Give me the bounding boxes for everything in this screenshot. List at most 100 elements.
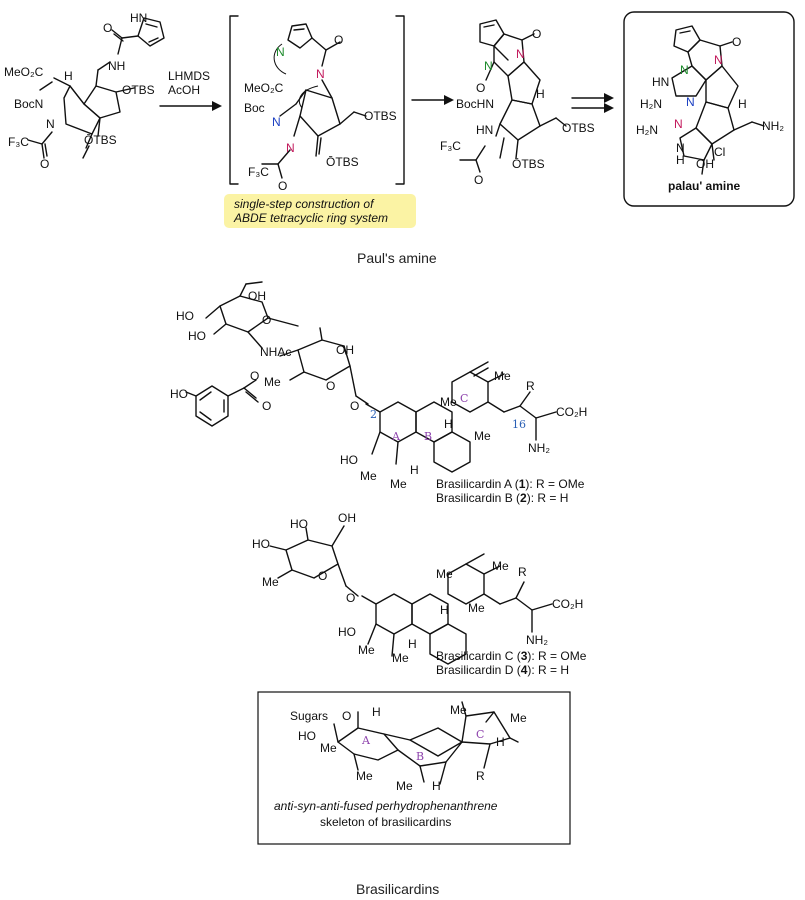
s2-o1: O	[318, 569, 327, 583]
s2-me1: Me	[262, 575, 279, 589]
final-n2-label: N	[714, 53, 723, 67]
box-me1: Me	[450, 703, 467, 717]
s2-me6: Me	[392, 651, 409, 665]
prod-o3-label: O	[474, 173, 483, 187]
starting-material: HN O NH MeO₂C H OTBS BocN N ŌTBS F₃C O	[4, 11, 165, 171]
s1-h2: H	[410, 463, 419, 477]
s1-me4: Me	[474, 429, 491, 443]
prod-bochn-label: BocHN	[456, 97, 494, 111]
s2-name-2: Brasilicardin D (4): R = H	[436, 663, 569, 677]
sm-o-label: O	[103, 21, 112, 35]
s1-me6: Me	[390, 477, 407, 491]
s1-num2: 2	[370, 408, 377, 421]
s1-name-1: Brasilicardin A (1): R = OMe	[436, 477, 585, 491]
sm-otbs2-label: ŌTBS	[84, 133, 117, 147]
s1-o5: O	[350, 399, 359, 413]
reaction-arrow-1: LHMDS AcOH	[159, 69, 222, 111]
prod-n1-label: N	[484, 59, 493, 73]
s2-r: R	[518, 565, 527, 579]
prod-f3c-label: F₃C	[440, 139, 461, 153]
s1-h1: H	[444, 417, 453, 431]
final-n1-label: N	[680, 63, 689, 77]
prod-otbs2-label: ŌTBS	[512, 157, 545, 171]
final-h2n2-label: H₂N	[636, 123, 658, 137]
final-oh-label: OH	[696, 157, 714, 171]
sm-hn-label: HN	[130, 11, 147, 25]
sm-nh-label: NH	[108, 59, 125, 73]
s2-co2h: CO₂H	[552, 597, 583, 611]
s1-ho1: HO	[176, 309, 194, 323]
reagent-lhmds: LHMDS	[168, 69, 210, 83]
box-me4: Me	[356, 769, 373, 783]
tetracyclic-product: N O N O BocHN H HN OTBS F₃C ŌTBS O	[440, 19, 595, 187]
s1-me1: Me	[264, 375, 281, 389]
box-me2: Me	[510, 711, 527, 725]
intermediate: N O MeO₂C N Boc N OTBS N ŌTBS F₃C O	[229, 15, 405, 193]
box-o: O	[342, 709, 351, 723]
box-sugars: Sugars	[290, 709, 328, 723]
s1-ho4: HO	[340, 453, 358, 467]
box-ring-b: B	[416, 750, 424, 763]
highlight-line-1: single-step construction of	[234, 197, 375, 211]
sm-otbs1-label: OTBS	[122, 83, 155, 97]
s1-r: R	[526, 379, 535, 393]
final-n4-label: N	[674, 117, 683, 131]
s1-o4: O	[326, 379, 335, 393]
skeleton-box: Sugars O H Me Me HO Me H Me Me H R A B C…	[257, 691, 571, 845]
box-h1: H	[372, 705, 381, 719]
int-o2-label: O	[278, 179, 287, 193]
final-cl-label: Cl	[714, 145, 725, 159]
box-desc-2: skeleton of brasilicardins	[320, 815, 451, 829]
s2-h2: H	[408, 637, 417, 651]
sm-h-label: H	[64, 69, 73, 83]
final-h2-label: H	[676, 153, 685, 167]
reagent-acoh: AcOH	[168, 83, 200, 97]
int-otbs1-label: OTBS	[364, 109, 397, 123]
final-n3-label: N	[686, 95, 695, 109]
box-ho: HO	[298, 729, 316, 743]
s2-nh2: NH₂	[526, 633, 548, 647]
s1-name-2: Brasilicardin B (2): R = H	[436, 491, 568, 505]
s2-name-1: Brasilicardin C (3): R = OMe	[436, 649, 587, 663]
prod-o1-label: O	[532, 27, 541, 41]
s1-me2: Me	[440, 395, 457, 409]
prod-h-label: H	[536, 87, 545, 101]
box-desc-1: anti-syn-anti-fused perhydrophenanthrene	[274, 799, 498, 813]
s2-me4: Me	[468, 601, 485, 615]
s1-oh2: OH	[336, 343, 354, 357]
final-n5-label: N	[676, 141, 685, 155]
s2-ho1: HO	[290, 517, 308, 531]
s2-o2: O	[346, 591, 355, 605]
palauamine-name: palau' amine	[668, 179, 741, 193]
s1-num16: 16	[512, 418, 526, 431]
s1-ho3: HO	[170, 387, 188, 401]
final-hn-label: HN	[652, 75, 669, 89]
int-f3c-label: F₃C	[248, 165, 269, 179]
sm-n-label: N	[46, 117, 55, 131]
multistep-arrow	[571, 93, 614, 113]
final-h-label: H	[738, 97, 747, 111]
s2-oh1: OH	[338, 511, 356, 525]
int-boc-label: Boc	[244, 101, 265, 115]
box-me3: Me	[320, 741, 337, 755]
box-ring-c: C	[476, 728, 484, 741]
s2-ho3: HO	[338, 625, 356, 639]
prod-otbs1-label: OTBS	[562, 121, 595, 135]
brasilicardin-ab: OH HO HO NHAc OH O O Me HO O O O Me Me R…	[170, 281, 587, 505]
prod-o2-label: O	[476, 81, 485, 95]
s2-h1: H	[440, 603, 449, 617]
sm-meo2c-label: MeO₂C	[4, 65, 44, 79]
int-n2-label: N	[316, 67, 325, 81]
int-otbs2-label: ŌTBS	[326, 155, 359, 169]
s1-nhac: NHAc	[260, 345, 291, 359]
brasilicardin-cd: HO OH HO Me O O Me Me R CO₂H NH₂ H Me HO…	[252, 511, 587, 677]
int-n3-label: N	[272, 115, 281, 129]
s1-oh1: OH	[248, 289, 266, 303]
box-h3: H	[432, 779, 441, 793]
s1-me5: Me	[360, 469, 377, 483]
box-h2: H	[496, 735, 505, 749]
s1-me3: Me	[494, 369, 511, 383]
highlight-note: single-step construction of ABDE tetracy…	[224, 194, 416, 228]
int-meo2c-label: MeO₂C	[244, 81, 284, 95]
